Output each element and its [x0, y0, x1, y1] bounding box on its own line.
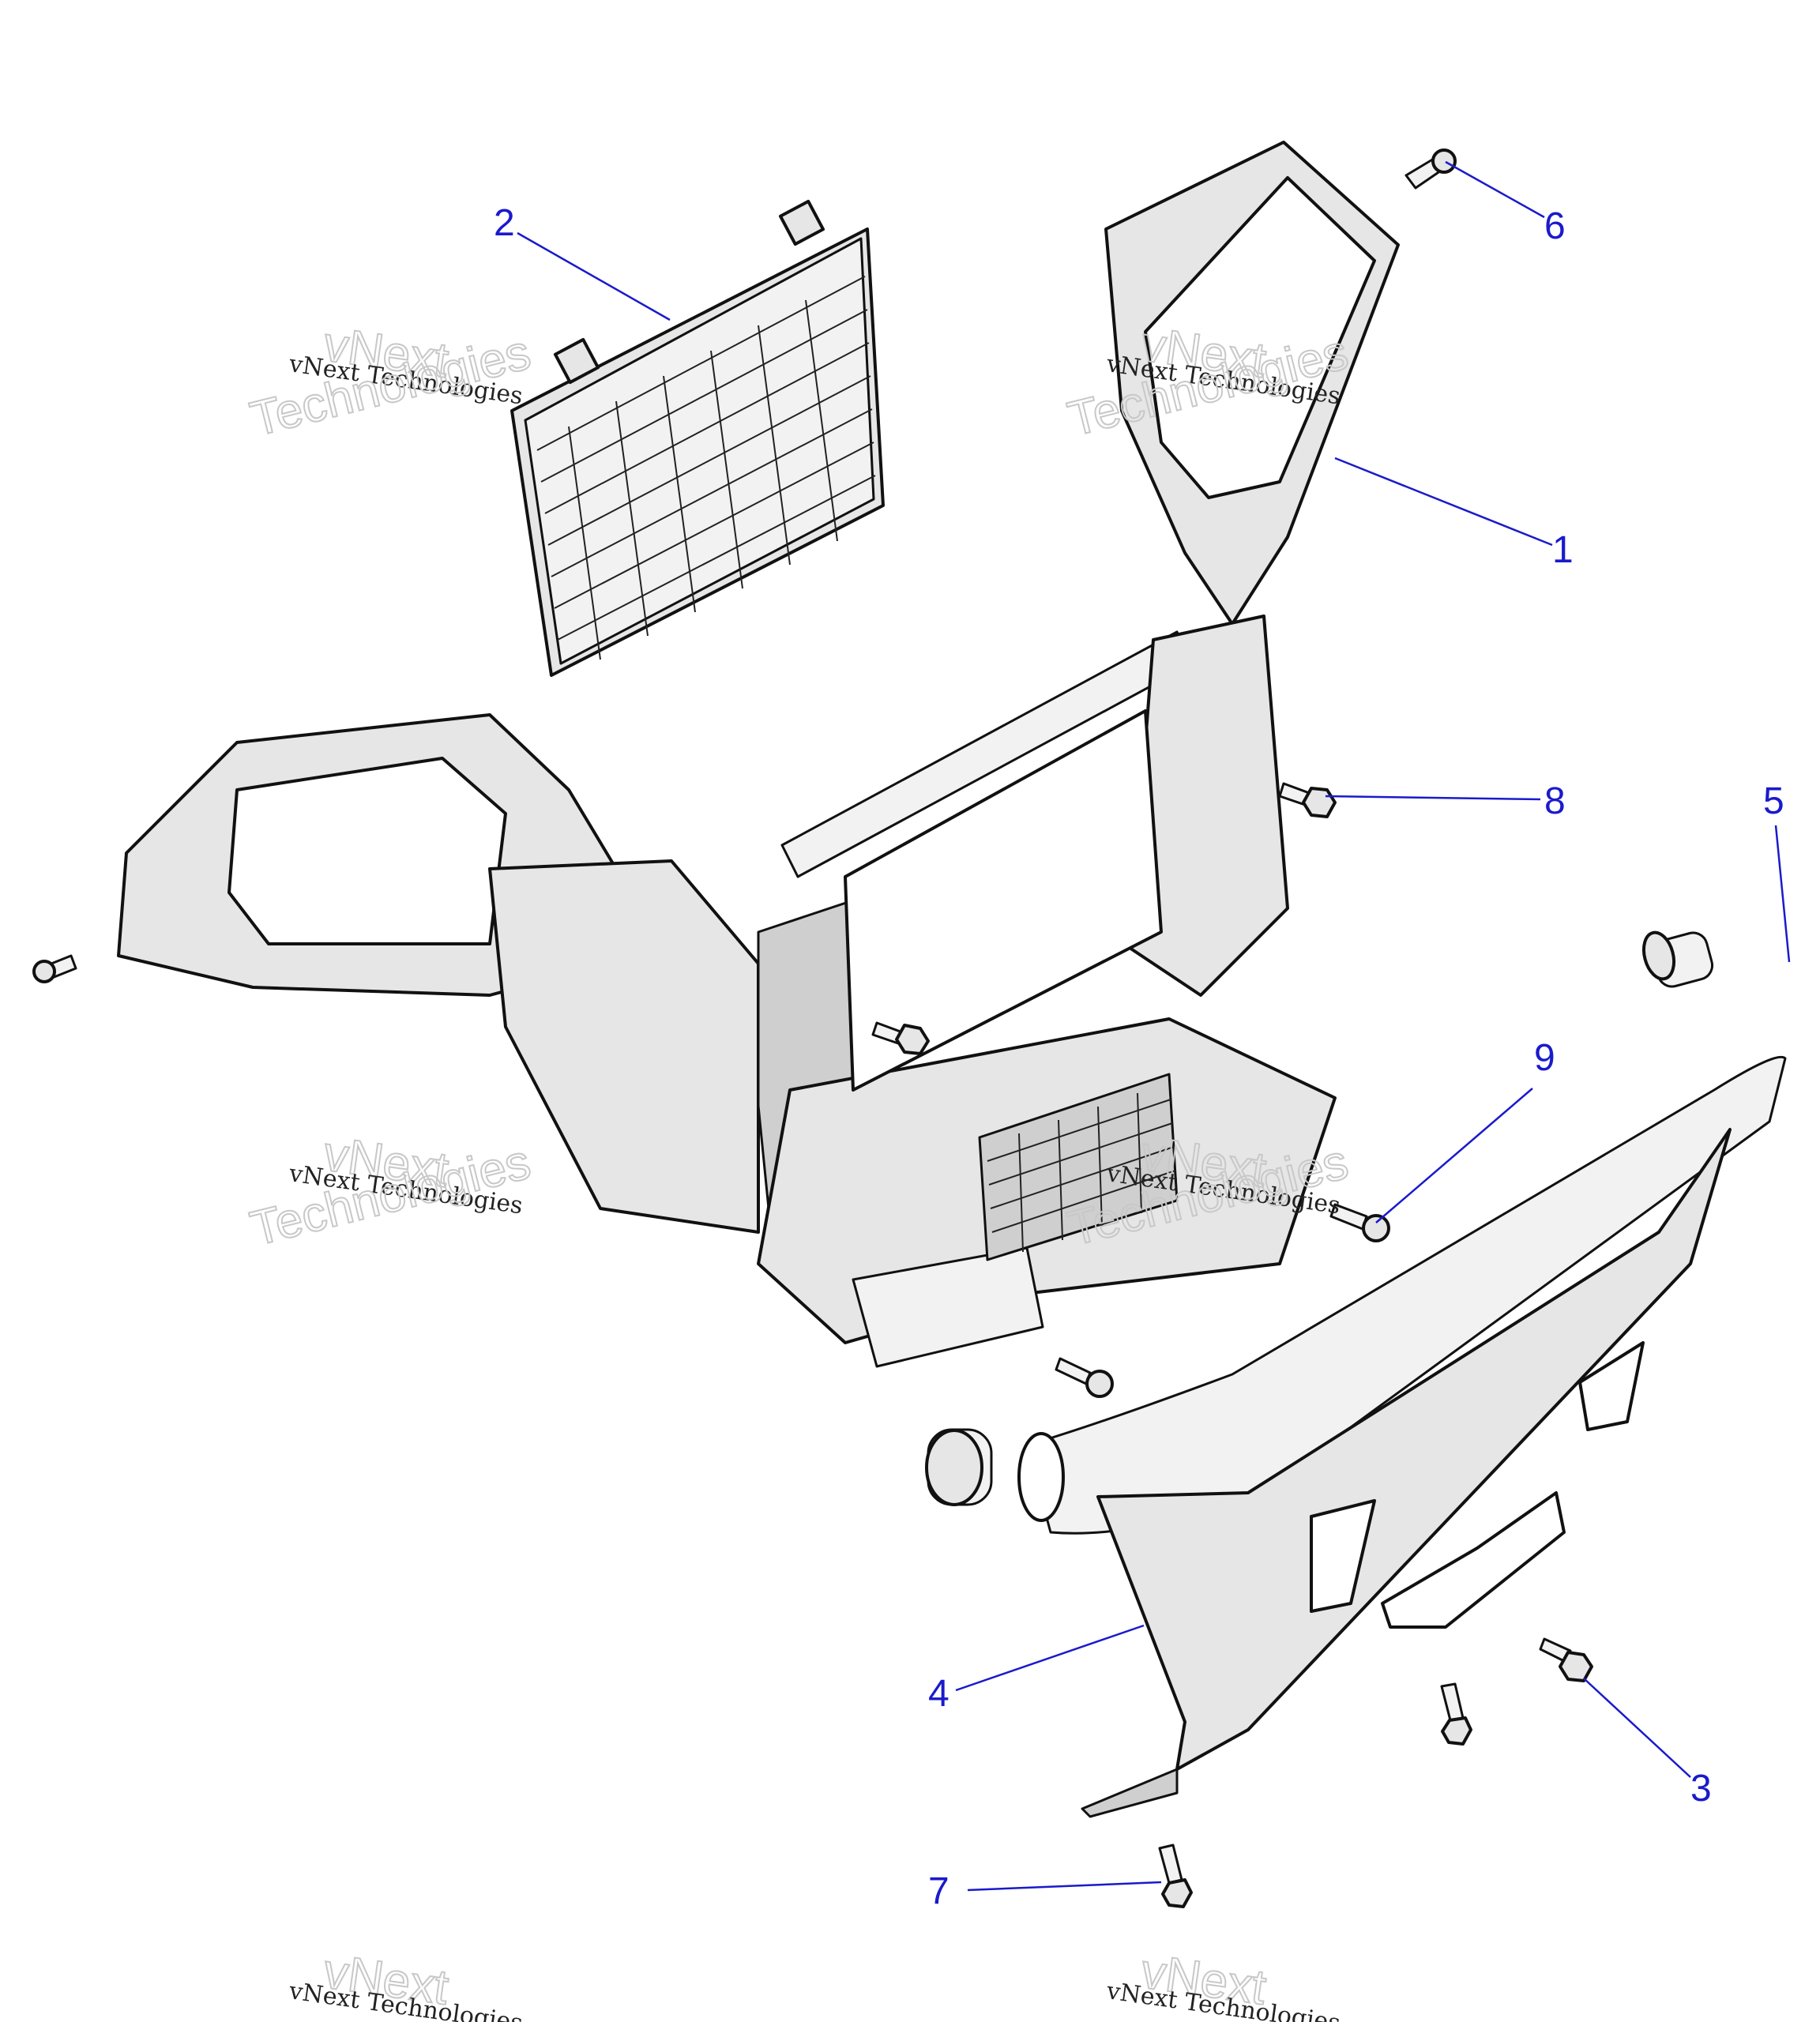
leader-1	[1334, 457, 1553, 547]
callout-4: 4	[928, 1673, 949, 1715]
callout-1: 1	[1552, 529, 1574, 571]
fastener-part-9	[1329, 1203, 1390, 1242]
watermark-mid-left: vNext vNext Technologies Technologies	[244, 1126, 536, 1257]
callout-5: 5	[1763, 780, 1784, 822]
fastener-skid-bolt	[1440, 1682, 1472, 1746]
fastener-part-3	[1539, 1637, 1593, 1682]
leader-6	[1445, 160, 1545, 219]
leader-lines	[517, 160, 1791, 1892]
leader-2	[517, 231, 671, 321]
leader-3	[1583, 1678, 1691, 1778]
watermark-bottom-left: vNext vNext Technologies	[287, 1943, 525, 2022]
leader-9	[1375, 1088, 1533, 1223]
leader-8	[1325, 795, 1541, 801]
fastener-part-8	[1278, 782, 1337, 818]
part-4-front-bumper	[1017, 1055, 1787, 1818]
callout-3: 3	[1690, 1768, 1712, 1810]
callout-6: 6	[1544, 205, 1566, 247]
fastener-left-clip	[32, 954, 77, 983]
callout-8: 8	[1544, 780, 1566, 822]
fastener-bumper-bolt	[1055, 1357, 1114, 1398]
leader-7	[967, 1881, 1162, 1892]
part-2-mesh-grille	[510, 199, 885, 677]
callout-2: 2	[494, 202, 515, 244]
callout-numbers: 1 2 3 4 5 6 7 8 9	[494, 202, 1784, 1912]
fastener-part-7	[1158, 1843, 1193, 1908]
end-cap-left	[925, 1428, 993, 1506]
leader-5	[1774, 825, 1791, 963]
callout-7: 7	[928, 1870, 949, 1912]
fastener-center-bolt	[871, 1021, 930, 1055]
leader-4	[955, 1624, 1145, 1692]
watermark-bottom-right: vNext vNext Technologies	[1104, 1943, 1342, 2022]
part-5-end-cap	[1641, 930, 1714, 988]
callout-9: 9	[1534, 1037, 1555, 1079]
part-1-front-cab-frame	[117, 141, 1400, 1368]
fastener-part-6	[1404, 148, 1457, 190]
watermark-top-left: vNext vNext Technologies Technologies	[244, 316, 536, 448]
